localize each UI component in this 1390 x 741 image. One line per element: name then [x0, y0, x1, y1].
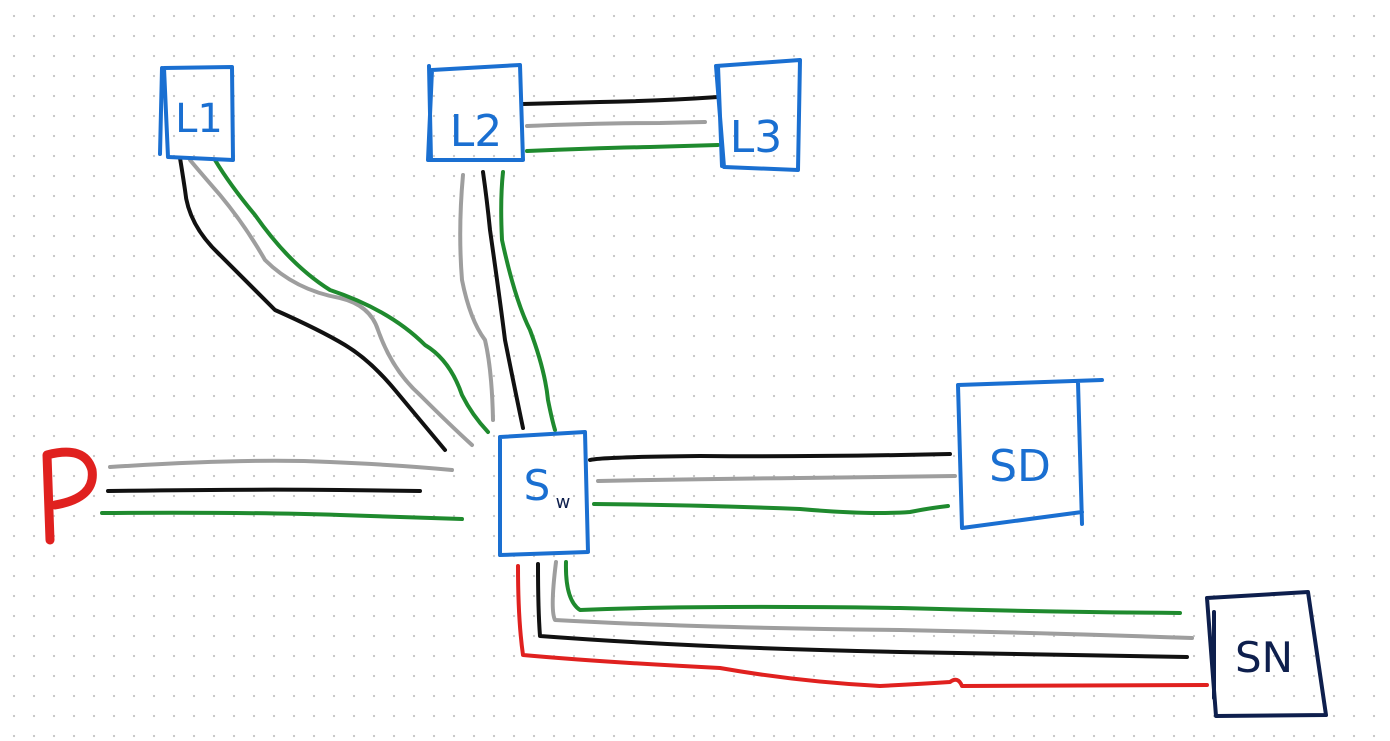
l2-to-l3-wires — [521, 95, 720, 153]
sn-gray-wire — [550, 560, 1194, 640]
switch-to-sd-wires — [588, 452, 957, 515]
l2-box — [426, 63, 525, 162]
sd-black-wire — [588, 452, 952, 462]
power-green-wire — [100, 510, 464, 521]
l1-gray-wire — [188, 158, 474, 447]
l3-label: L3 — [730, 112, 783, 163]
l1-to-switch-wires — [178, 156, 490, 452]
l2-l3-green-wire — [525, 143, 720, 153]
switch-box — [498, 430, 590, 557]
node-l3: L3 — [714, 58, 802, 172]
l2-l3-gray-wire — [525, 120, 707, 128]
power-feed-wires — [100, 458, 464, 521]
sd-gray-wire — [596, 474, 957, 483]
node-sn: SN — [1205, 590, 1328, 718]
l2-l3-black-wire — [521, 95, 720, 106]
l2-to-switch-wires — [458, 170, 557, 432]
node-switch: S w — [498, 430, 590, 557]
power-source: P — [42, 447, 97, 545]
sn-box — [1205, 590, 1328, 718]
l2-green-wire — [499, 170, 557, 432]
power-black-wire — [106, 487, 422, 493]
power-gray-wire — [108, 458, 454, 472]
power-letter-p — [42, 447, 97, 545]
l2-gray-wire — [458, 173, 495, 422]
node-sd: SD — [956, 378, 1104, 530]
sd-green-wire — [592, 502, 950, 515]
l3-box — [714, 58, 802, 172]
switch-label: S — [524, 461, 551, 510]
l1-label: L1 — [175, 96, 223, 142]
sn-red-wire — [516, 564, 1209, 688]
l1-box — [158, 65, 235, 162]
sn-green-wire — [563, 560, 1182, 615]
l2-label: L2 — [450, 106, 503, 157]
node-l2: L2 — [426, 63, 525, 162]
l1-black-wire — [178, 156, 447, 452]
sn-black-wire — [536, 562, 1189, 659]
l1-green-wire — [213, 158, 490, 434]
sn-label: SN — [1235, 633, 1293, 682]
sd-box — [956, 378, 1104, 530]
node-l1: L1 — [158, 65, 235, 162]
switch-subscript: w — [556, 492, 571, 513]
switch-to-sn-wires — [516, 560, 1209, 688]
sd-label: SD — [989, 441, 1051, 492]
l2-black-wire — [481, 170, 525, 430]
